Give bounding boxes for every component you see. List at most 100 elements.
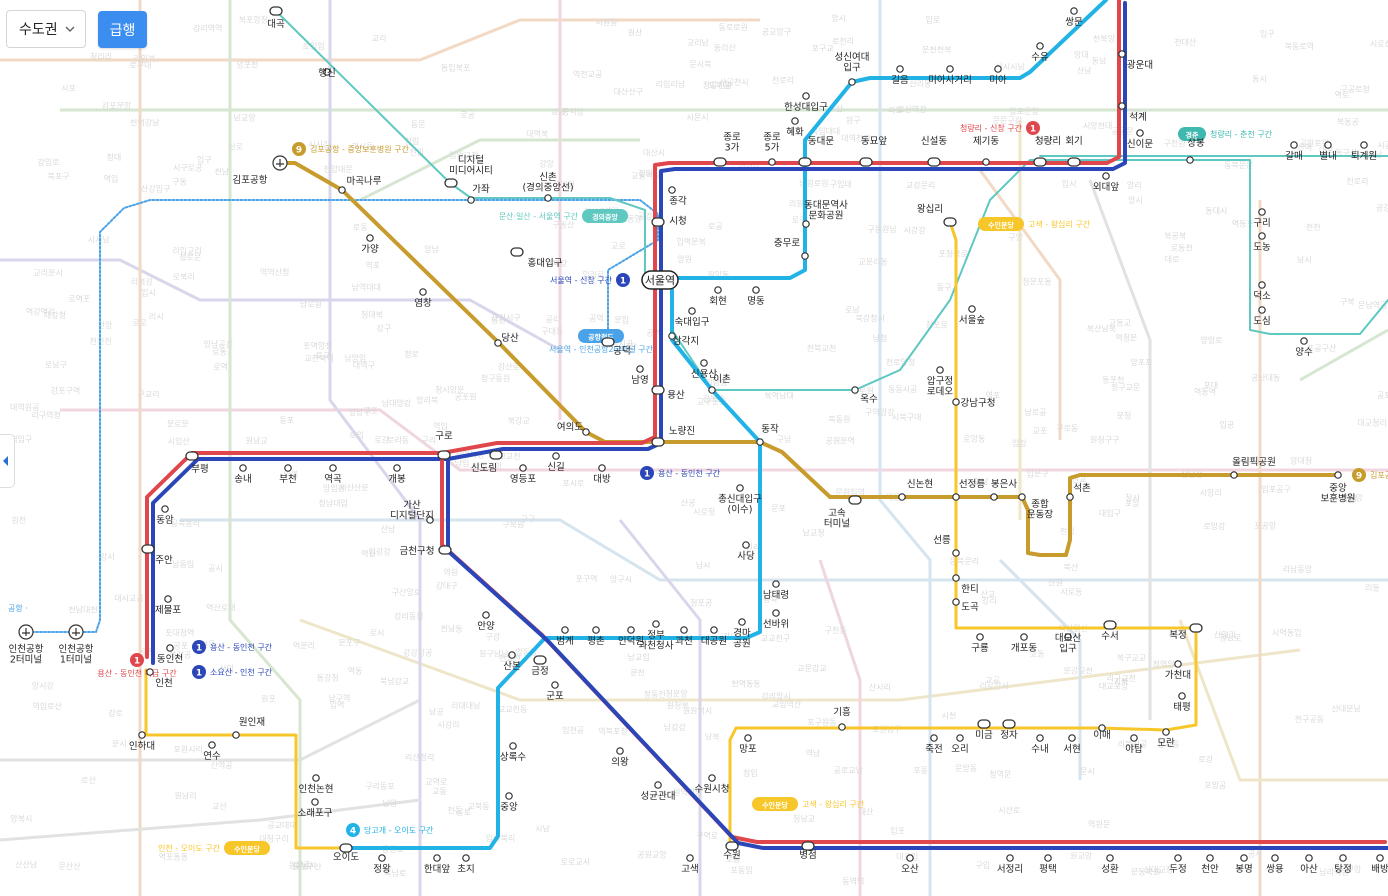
station-금천구청[interactable]: 금천구청 — [400, 545, 452, 557]
station-마곡나루[interactable]: 마곡나루 — [338, 176, 382, 194]
station-선바위[interactable]: 선바위 — [763, 609, 789, 630]
station-노량진[interactable]: 노량진 — [651, 425, 695, 447]
station-태평[interactable]: 태평 — [1173, 692, 1191, 713]
station-미아사거리[interactable]: 미아사거리 — [928, 65, 972, 86]
station-아산[interactable]: 아산 — [1300, 854, 1318, 875]
station-병점[interactable]: 병점 — [799, 841, 817, 861]
station-성환[interactable]: 성환 — [1101, 854, 1119, 875]
station-대방[interactable]: 대방 — [593, 464, 611, 485]
station-송내[interactable]: 송내 — [234, 464, 252, 485]
station-두정[interactable]: 두정 — [1169, 854, 1187, 875]
station-봉명[interactable]: 봉명 — [1235, 854, 1253, 875]
station-역곡[interactable]: 역곡 — [324, 464, 342, 485]
station-평택[interactable]: 평택 — [1039, 854, 1057, 875]
station-도심[interactable]: 도심 — [1253, 306, 1271, 327]
station-개포동[interactable]: 개포동 — [1011, 633, 1037, 654]
station-쌍문[interactable]: 쌍문 — [1065, 7, 1083, 28]
station-금정[interactable]: 금정 — [531, 655, 549, 677]
station-수내[interactable]: 수내 — [1031, 734, 1049, 755]
station-퇴계원[interactable]: 퇴계원 — [1351, 141, 1377, 162]
station-덕소[interactable]: 덕소 — [1253, 281, 1271, 302]
station-원인재[interactable]: 원인재 — [232, 717, 265, 739]
side-panel-toggle[interactable] — [0, 434, 15, 488]
station-구로[interactable]: 구로 — [435, 431, 453, 460]
express-button[interactable]: 급행 — [98, 11, 147, 48]
station-한성대입구[interactable]: 한성대입구 — [784, 92, 828, 113]
station-청량리[interactable]: 청량리 — [1033, 135, 1061, 167]
station-초지[interactable]: 초지 — [457, 854, 475, 875]
station-산본[interactable]: 산본 — [503, 651, 521, 672]
station-영등포[interactable]: 영등포 — [510, 464, 536, 485]
station-봉은사[interactable]: 봉은사 — [990, 479, 1018, 501]
station-가좌[interactable]: 가좌 — [467, 184, 490, 204]
station-별내[interactable]: 별내 — [1319, 141, 1337, 162]
station-수서[interactable]: 수서 — [1101, 620, 1119, 642]
station-한티[interactable]: 한티 — [952, 574, 979, 595]
station-과천[interactable]: 과천 — [675, 626, 693, 647]
station-올림픽공원[interactable]: 올림픽공원 — [1230, 456, 1276, 479]
station-동작[interactable]: 동작 — [756, 424, 779, 446]
station-인덕원[interactable]: 인덕원 — [618, 626, 644, 647]
station-대공원[interactable]: 대공원 — [701, 626, 727, 647]
station-도농[interactable]: 도농 — [1253, 232, 1271, 253]
station-신길[interactable]: 신길 — [547, 452, 565, 473]
station-서울숲[interactable]: 서울숲 — [959, 305, 985, 326]
station-공덕[interactable]: 공덕 — [601, 337, 631, 357]
station-고색[interactable]: 고색 — [681, 854, 699, 875]
station-미아[interactable]: 미아 — [989, 65, 1007, 86]
station-길음[interactable]: 길음 — [891, 65, 909, 86]
station-신설동[interactable]: 신설동 — [921, 136, 947, 167]
station-중앙[interactable]: 중앙 — [500, 792, 518, 813]
station-시청[interactable]: 시청 — [651, 216, 687, 227]
station-동묘앞[interactable]: 동묘앞 — [859, 135, 887, 167]
station-수원[interactable]: 수원 — [723, 841, 741, 861]
station-대곡[interactable]: 대곡 — [267, 6, 285, 30]
station-염창[interactable]: 염창 — [414, 288, 432, 309]
station-여의도[interactable]: 여의도 — [557, 421, 590, 436]
station-옥수[interactable]: 옥수 — [851, 386, 878, 405]
station-상록수[interactable]: 상록수 — [500, 742, 526, 763]
station-안양[interactable]: 안양 — [477, 611, 495, 632]
station-동암[interactable]: 동암 — [156, 505, 174, 526]
station-남영[interactable]: 남영 — [631, 365, 649, 386]
station-군포[interactable]: 군포 — [546, 681, 564, 702]
station-삼각지[interactable]: 삼각지 — [668, 332, 699, 347]
station-의왕[interactable]: 의왕 — [611, 747, 629, 768]
station-정왕[interactable]: 정왕 — [373, 854, 391, 875]
station-서현[interactable]: 서현 — [1063, 734, 1081, 755]
station-제물포[interactable]: 제물포 — [155, 595, 181, 616]
station-동인천[interactable]: 동인천 — [157, 644, 183, 665]
station-수원시청[interactable]: 수원시청 — [695, 774, 730, 795]
station-왕십리[interactable]: 왕십리 — [917, 204, 957, 227]
station-당산[interactable]: 당산 — [494, 333, 519, 347]
station-선릉[interactable]: 선릉 — [933, 535, 960, 557]
station-서울역[interactable]: 서울역 — [641, 270, 679, 290]
station-상봉[interactable]: 상봉 — [1186, 138, 1205, 164]
station-총신대입구이수[interactable]: 총신대입구(이수) — [718, 484, 762, 516]
station-소래포구[interactable]: 소래포구 — [298, 798, 333, 819]
station-한대앞[interactable]: 한대앞 — [424, 854, 450, 875]
station-도곡[interactable]: 도곡 — [952, 598, 979, 613]
station-범계[interactable]: 범계 — [556, 626, 574, 647]
station-홍대입구[interactable]: 홍대입구 — [510, 247, 563, 269]
station-쌍용[interactable]: 쌍용 — [1266, 854, 1284, 875]
station-수유[interactable]: 수유 — [1031, 42, 1049, 63]
station-가천대[interactable]: 가천대 — [1165, 660, 1191, 681]
station-이촌[interactable]: 이촌 — [708, 374, 731, 394]
station-회기[interactable]: 회기 — [1065, 136, 1083, 167]
station-가양[interactable]: 가양 — [361, 234, 379, 255]
station-김포공항[interactable]: 김포공항 — [233, 155, 288, 186]
station-평촌[interactable]: 평촌 — [587, 626, 605, 647]
station-외대앞[interactable]: 외대앞 — [1093, 172, 1119, 193]
station-부천[interactable]: 부천 — [279, 464, 297, 485]
station-광운대[interactable]: 광운대 — [1118, 50, 1153, 71]
